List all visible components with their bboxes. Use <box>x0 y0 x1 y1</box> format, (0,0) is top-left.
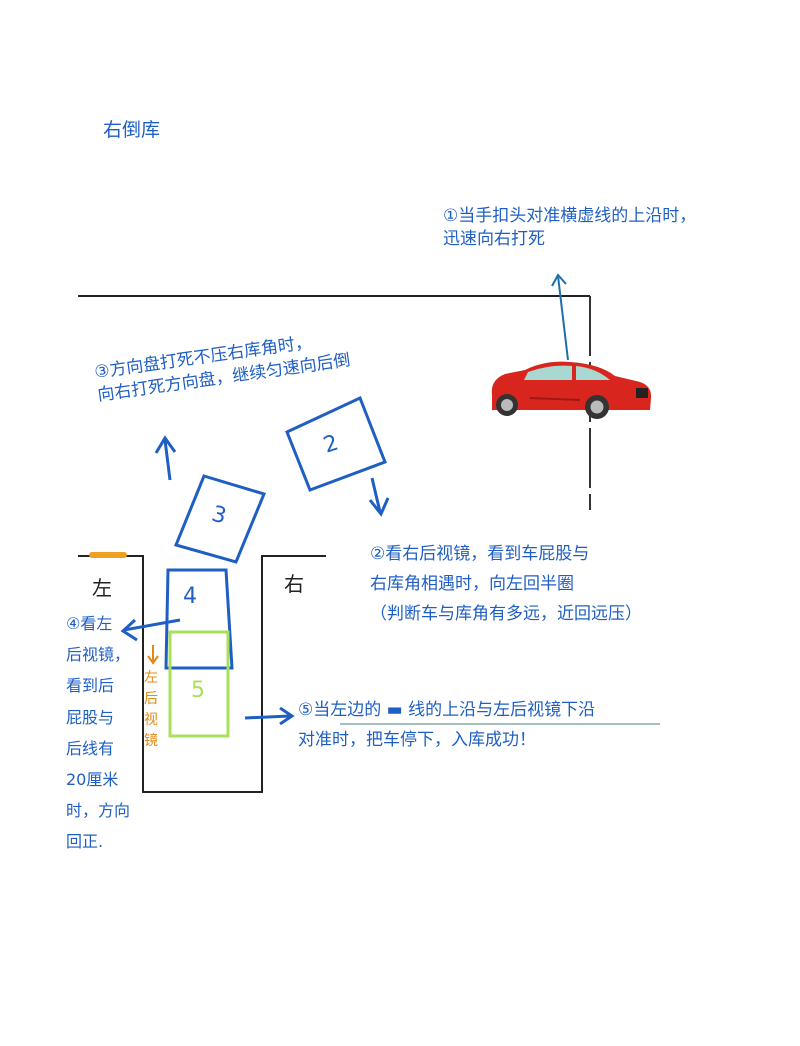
step4-line-3: 看到后 <box>66 676 115 696</box>
page-title: 右倒库 <box>103 119 161 141</box>
arrow-step1 <box>557 275 569 361</box>
garage-outline <box>78 555 326 793</box>
position-4-label: 4 <box>183 584 197 609</box>
step2-line-1: ②看右后视镜，看到车屁股与 <box>370 544 590 564</box>
car-position-5 <box>168 630 230 738</box>
right-side-label: 右 <box>284 572 304 596</box>
car-position-4 <box>164 568 234 670</box>
arrow-step2 <box>370 477 382 513</box>
arrow-step5-head <box>279 706 295 726</box>
step1-line-1: ①当手扣头对准横虚线的上沿时， <box>443 206 697 226</box>
car-position-3 <box>173 474 267 564</box>
step4-line-4: 屁股与 <box>66 707 115 727</box>
step2-line-2: 右库角相遇时，向左回半圈 <box>370 573 574 594</box>
arrow-step4-head <box>120 618 138 642</box>
car-position-2 <box>285 395 387 492</box>
step5-line-1: ⑤当左边的 ▬ 线的上沿与左后视镜下沿 <box>298 700 596 720</box>
step4-line-6: 20厘米 <box>66 769 119 789</box>
step4-line-5: 后线有 <box>66 738 115 758</box>
step4-line-2: 后视镜， <box>66 645 131 665</box>
arrow-step3-head <box>154 435 177 454</box>
arrow-step1-head <box>551 273 567 287</box>
step4-line-7: 时，方向 <box>66 801 131 821</box>
mirror-arrow-head <box>147 655 159 665</box>
arrow-step4 <box>123 618 181 632</box>
position-5-label: 5 <box>191 678 205 703</box>
left-side-label: 左 <box>92 576 112 600</box>
step4-line-8: 回正. <box>66 832 104 852</box>
red-car-icon <box>491 361 652 419</box>
step2-line-3: （判断车与库角有多远，近回远压） <box>370 603 642 624</box>
step2-note: ②看右后视镜，看到车屁股与 右库角相遇时，向左回半圈 （判断车与库角有多远，近回… <box>370 540 642 629</box>
step5-note: ⑤当左边的 ▬ 线的上沿与左后视镜下沿 对准时，把车停下，入库成功！ <box>298 696 595 756</box>
step4-line-1: ④看左 <box>66 614 113 633</box>
step1-note: ①当手扣头对准横虚线的上沿时， 迅速向右打死 <box>443 205 696 251</box>
left-mirror-label: 左后视镜 <box>144 670 158 749</box>
arrow-step3 <box>163 439 172 481</box>
step5-line-2: 对准时，把车停下，入库成功！ <box>298 729 536 750</box>
step4-note: ④看左 后视镜， 看到后 屁股与 后线有 20厘米 时，方向 回正. <box>66 608 130 858</box>
arrow-step5 <box>244 714 291 720</box>
step1-line-2: 迅速向右打死 <box>443 228 545 249</box>
arrow-step2-head <box>368 497 390 517</box>
